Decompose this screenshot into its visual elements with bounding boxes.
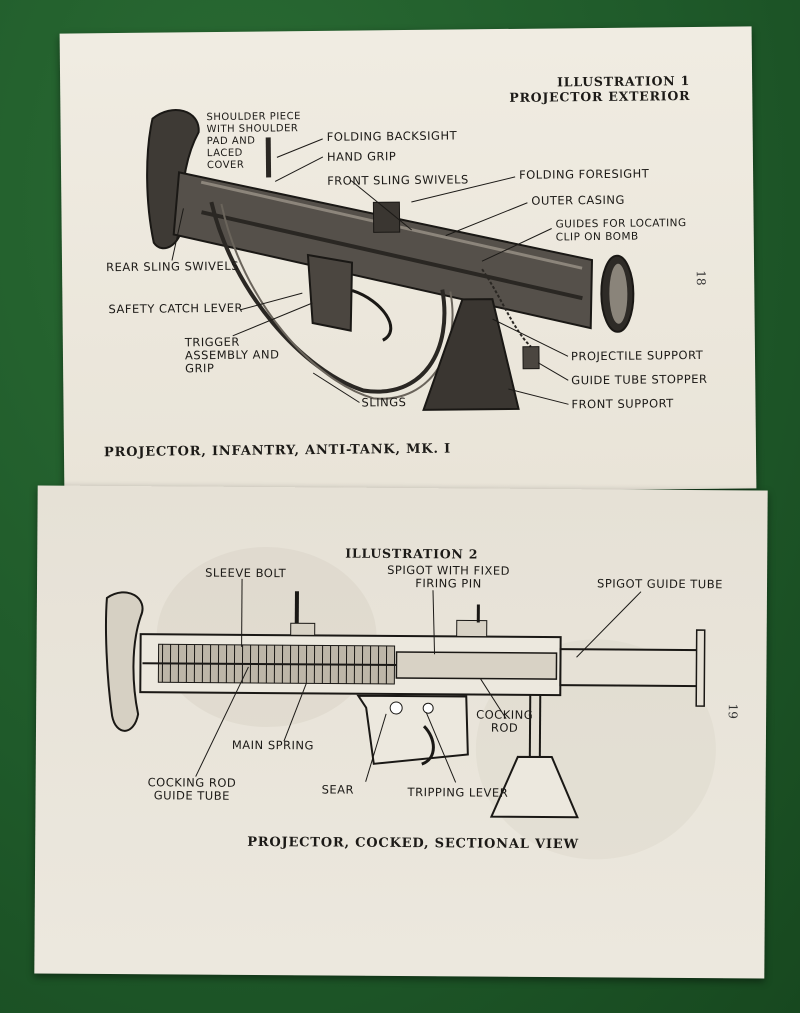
label-hand-grip: HAND GRIP bbox=[326, 149, 397, 164]
label-outer-casing: OUTER CASING bbox=[531, 192, 625, 208]
label-cocking-rod: COCKING ROD bbox=[476, 707, 534, 735]
label-folding-backsight: FOLDING BACKSIGHT bbox=[326, 128, 458, 144]
caption-illustration-2: PROJECTOR, COCKED, SECTIONAL VIEW bbox=[247, 834, 579, 853]
label-sear: SEAR bbox=[321, 782, 355, 797]
projector-sectional-drawing bbox=[104, 547, 716, 860]
label-cocking-rod-guide-tube: COCKING ROD GUIDE TUBE bbox=[147, 775, 237, 803]
page-18: ILLUSTRATION 1 PROJECTOR EXTERIOR 18 bbox=[59, 26, 757, 496]
label-safety-catch-lever: SAFETY CATCH LEVER bbox=[108, 300, 244, 317]
label-front-sling-swivels: FRONT SLING SWIVELS bbox=[327, 172, 469, 188]
label-tripping-lever: TRIPPING LEVER bbox=[407, 785, 509, 800]
label-spigot: SPIGOT WITH FIXED FIRING PIN bbox=[387, 562, 511, 591]
label-folding-foresight: FOLDING FORESIGHT bbox=[519, 166, 650, 182]
label-spigot-guide-tube: SPIGOT GUIDE TUBE bbox=[596, 576, 723, 592]
label-slings: SLINGS bbox=[361, 395, 407, 410]
label-rear-sling-swivels: REAR SLING SWIVELS bbox=[105, 258, 240, 275]
label-guide-tube-stopper: GUIDE TUBE STOPPER bbox=[571, 371, 708, 388]
label-front-support: FRONT SUPPORT bbox=[571, 396, 674, 412]
page-19: ILLUSTRATION 2 19 bbox=[34, 485, 768, 979]
projector-exterior-drawing bbox=[146, 109, 635, 411]
label-shoulder-piece: SHOULDER PIECE WITH SHOULDER PAD AND LAC… bbox=[206, 111, 301, 172]
label-projectile-support: PROJECTILE SUPPORT bbox=[570, 347, 704, 364]
label-sleeve-bolt: SLEEVE BOLT bbox=[205, 565, 287, 581]
label-main-spring: MAIN SPRING bbox=[231, 737, 315, 753]
label-guides: GUIDES FOR LOCATING CLIP ON BOMB bbox=[555, 217, 687, 244]
label-trigger-assembly: TRIGGER ASSEMBLY AND GRIP bbox=[184, 334, 280, 376]
